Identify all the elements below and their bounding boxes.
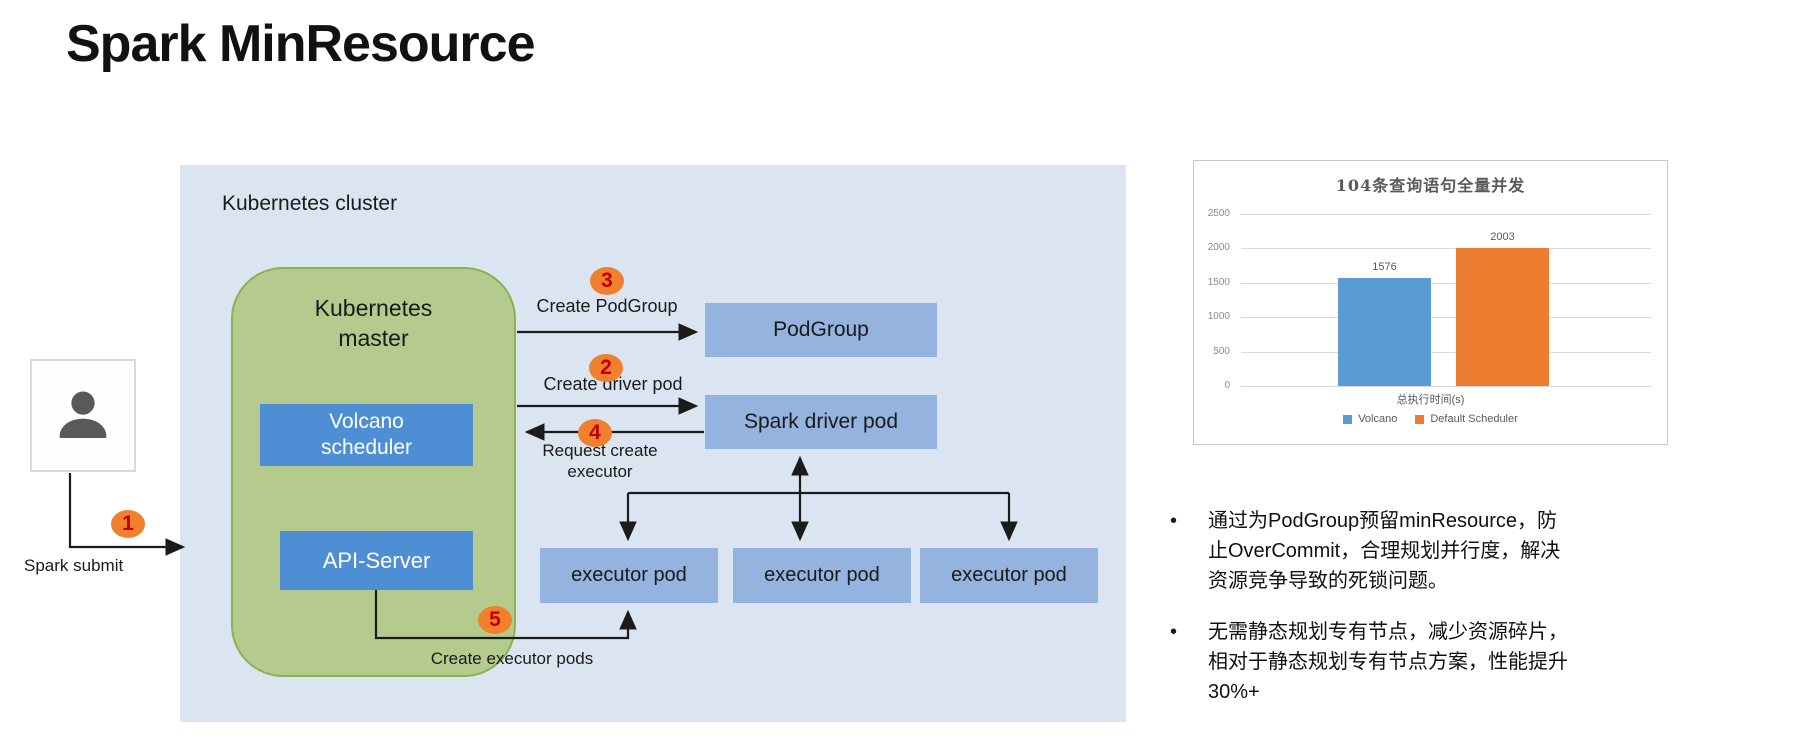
step-badge-2: 2 — [589, 354, 623, 382]
page-title: Spark MinResource — [66, 15, 535, 73]
chart-gridline — [1241, 248, 1651, 250]
bullet-1-line-3: 资源竞争导致的死锁问题。 — [1208, 570, 1448, 592]
chart-title: 104条查询语句全量并发 — [1335, 176, 1526, 195]
bullet-item-2: • 无需静态规划专有节点，减少资源碎片， 相对于静态规划专有节点方案，性能提升 … — [1152, 617, 1632, 707]
kubernetes-cluster-label: Kubernetes cluster — [222, 192, 398, 215]
volcano-scheduler-label-line1: Volcano — [329, 410, 404, 433]
bullet-list: • 通过为PodGroup预留minResource，防 止OverCommit… — [1152, 506, 1632, 728]
chart-gridline — [1241, 282, 1651, 284]
podgroup-box: PodGroup — [705, 303, 937, 357]
chart-gridline — [1241, 317, 1651, 319]
legend-swatch — [1343, 414, 1353, 424]
step-badge-1: 1 — [111, 510, 145, 538]
bullet-2-line-3: 30%+ — [1208, 681, 1260, 703]
chart-y-tick: 1500 — [1207, 276, 1230, 288]
chart-gridline — [1241, 351, 1651, 353]
request-create-executor-line1: Request create — [542, 441, 658, 460]
spark-driver-pod-box: Spark driver pod — [705, 395, 937, 449]
bullet-marker: • — [1170, 621, 1178, 643]
chart-gridline — [1241, 386, 1651, 387]
executor-pod-box-2: executor pod — [733, 548, 911, 603]
volcano-scheduler-label-line2: scheduler — [320, 436, 413, 459]
kubernetes-master-label-line1: Kubernetes — [314, 295, 433, 321]
chart-gridline — [1241, 214, 1651, 215]
chart-y-tick: 2500 — [1207, 208, 1230, 219]
api-server-box: API-Server — [280, 531, 473, 590]
benchmark-chart: 104条查询语句全量并发 总执行时间(s) Volcano Default Sch… — [1193, 160, 1668, 445]
legend-item-volcano: Volcano — [1343, 413, 1397, 425]
bullet-text-2: 无需静态规划专有节点，减少资源碎片， 相对于静态规划专有节点方案，性能提升 30… — [1208, 617, 1568, 707]
step-badge-5: 5 — [478, 606, 512, 634]
chart-y-tick: 0 — [1224, 380, 1230, 391]
chart-bar-volcano — [1338, 277, 1431, 386]
chart-y-tick: 2000 — [1207, 242, 1230, 254]
create-driver-pod-label: Create driver pod — [543, 374, 683, 394]
executor-pod-box-1: executor pod — [540, 548, 718, 603]
legend-item-default-scheduler: Default Scheduler — [1415, 413, 1518, 425]
volcano-scheduler-box: Volcano scheduler — [260, 404, 473, 466]
legend-label: Default Scheduler — [1430, 413, 1518, 425]
chart-bar-default-scheduler — [1456, 248, 1549, 386]
person-icon — [59, 390, 107, 438]
legend-label: Volcano — [1358, 413, 1398, 425]
kubernetes-master-label-line2: master — [338, 325, 409, 351]
spark-submit-label: Spark submit — [24, 556, 124, 575]
bullet-text-1: 通过为PodGroup预留minResource，防 止OverCommit，合… — [1208, 506, 1560, 596]
executor-pod-box-3: executor pod — [920, 548, 1098, 603]
bullet-item-1: • 通过为PodGroup预留minResource，防 止OverCommit… — [1152, 506, 1632, 596]
chart-legend: Volcano Default Scheduler — [1194, 413, 1667, 425]
chart-bar-value-label: 1576 — [1372, 260, 1397, 273]
bullet-2-line-1: 无需静态规划专有节点，减少资源碎片， — [1208, 621, 1568, 643]
create-executor-pods-label: Create executor pods — [430, 649, 594, 668]
user-box — [30, 359, 136, 472]
step-badge-3: 3 — [590, 267, 624, 295]
legend-swatch — [1415, 414, 1425, 424]
step-badge-4: 4 — [578, 419, 612, 447]
create-podgroup-label: Create PodGroup — [536, 296, 678, 316]
bullet-marker: • — [1170, 510, 1178, 532]
bullet-2-line-2: 相对于静态规划专有节点方案，性能提升 — [1208, 651, 1568, 673]
chart-x-axis-label: 总执行时间(s) — [1396, 394, 1465, 406]
bullet-1-line-1: 通过为PodGroup预留minResource，防 — [1208, 510, 1557, 532]
bullet-1-line-2: 止OverCommit，合理规划并行度，解决 — [1208, 540, 1561, 562]
kubernetes-master-label: Kubernetes master — [231, 293, 516, 353]
chart-bar-value-label: 2003 — [1490, 231, 1515, 244]
chart-y-tick: 500 — [1213, 345, 1230, 357]
request-create-executor-line2: executor — [567, 462, 633, 481]
request-create-executor-label: Request create executor — [505, 440, 695, 482]
chart-y-tick: 1000 — [1207, 311, 1230, 323]
